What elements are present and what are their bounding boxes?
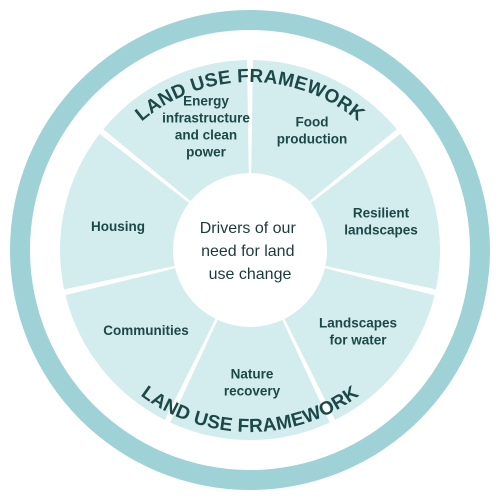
segment-communities (65, 266, 219, 420)
segment-resilient (305, 133, 440, 290)
center-text: Drivers of our need for land use change (200, 220, 300, 283)
segment-label-line: Nature (231, 367, 274, 382)
center-circle (173, 173, 327, 327)
segment-food (251, 60, 397, 206)
segment-label-resilient: Resilient landscapes (344, 206, 418, 238)
segment-label-line: Food (296, 115, 329, 130)
segment-nature (170, 313, 330, 441)
segment-label-line: recovery (224, 384, 281, 399)
segment-label-line: infrastructure (162, 111, 250, 126)
center-line-3: use change (209, 266, 292, 283)
segment-label-line: Housing (91, 219, 145, 234)
segment-label-line: for water (329, 333, 387, 348)
segment-label-communities: Communities (103, 323, 189, 338)
segment-label-water: Landscapes for water (319, 316, 397, 348)
segment-label-line: landscapes (344, 223, 418, 238)
segments-layer (59, 60, 440, 441)
center-line-2: need for land (201, 243, 294, 260)
segment-label-energy: Energy infrastructure and clean power (162, 94, 250, 160)
segment-label-line: production (277, 132, 348, 147)
segment-label-nature: Nature recovery (224, 367, 281, 399)
segment-label-housing: Housing (91, 219, 145, 234)
segment-label-line: Resilient (353, 206, 410, 221)
segment-water (281, 266, 435, 420)
segment-energy (103, 60, 249, 206)
segment-label-line: Communities (103, 323, 189, 338)
segment-label-food: Food production (277, 115, 348, 147)
segment-label-line: power (186, 145, 227, 160)
segment-label-line: and clean (175, 128, 237, 143)
segment-label-line: Landscapes (319, 316, 397, 331)
segment-housing (59, 133, 195, 290)
segment-label-line: Energy (183, 94, 229, 109)
center-line-1: Drivers of our (200, 220, 297, 237)
